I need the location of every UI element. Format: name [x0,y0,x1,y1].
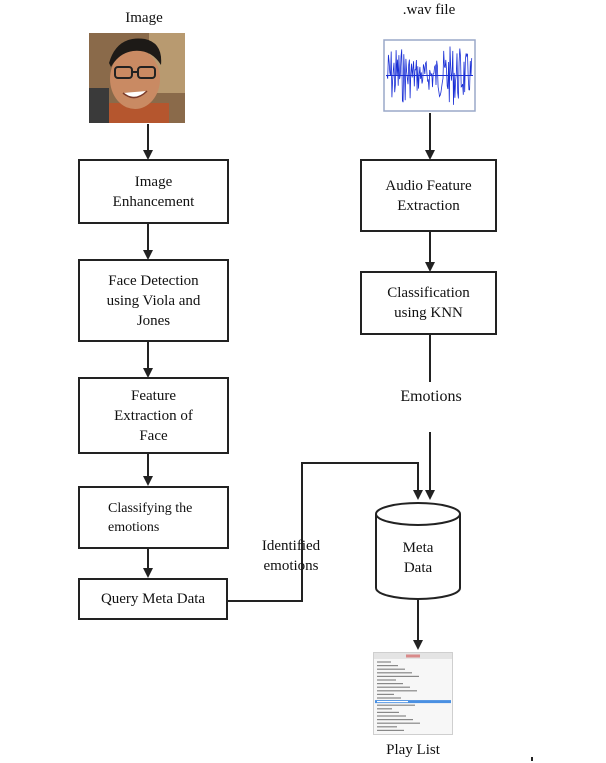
playlist-row [377,661,391,663]
stray-mark [531,757,533,761]
waveform-icon [383,39,476,112]
playlist-label: Play List [386,742,440,758]
playlist-row [377,726,397,728]
image-input-label: Image [125,10,163,26]
waveform-trace [386,46,473,105]
audio-feature-extraction-box: Audio Feature Extraction [360,159,497,232]
playlist-row [377,690,417,692]
playlist-selected-row [375,700,451,704]
classification-knn-box: Classification using KNN [360,271,497,335]
playlist-row [377,708,392,710]
playlist-row [377,675,419,677]
playlist-row [377,729,404,731]
playlist-row [377,697,401,699]
identified-emotions-label: Identified emotions [261,538,321,574]
database-icon [375,502,461,600]
playlist-row [377,665,398,667]
emotions-label: Emotions [400,388,462,405]
playlist-row [377,701,408,703]
playlist-row [377,693,394,695]
playlist-row [377,679,396,681]
playlist-row [377,719,413,721]
playlist-screenshot-icon [373,652,453,735]
playlist-row [377,668,405,670]
query-meta-data-box: Query Meta Data [78,578,228,620]
face-detection-box: Face Detection using Viola and Jones [78,259,229,342]
playlist-row [377,686,410,688]
classifying-emotions-box: Classifying the emotions [78,486,229,549]
wav-file-label: .wav file [402,2,456,18]
arrow-query-to-metadata [228,462,423,602]
playlist-row [377,715,406,717]
feature-extraction-box: Feature Extraction of Face [78,377,229,454]
playlist-row [377,711,399,713]
playlist-row [377,722,420,724]
image-enhancement-box: Image Enhancement [78,159,229,224]
playlist-row [377,672,412,674]
playlist-row [377,704,415,706]
meta-data-label: Meta Data [402,540,434,576]
face-photo-icon [89,33,185,123]
playlist-row [377,683,403,685]
